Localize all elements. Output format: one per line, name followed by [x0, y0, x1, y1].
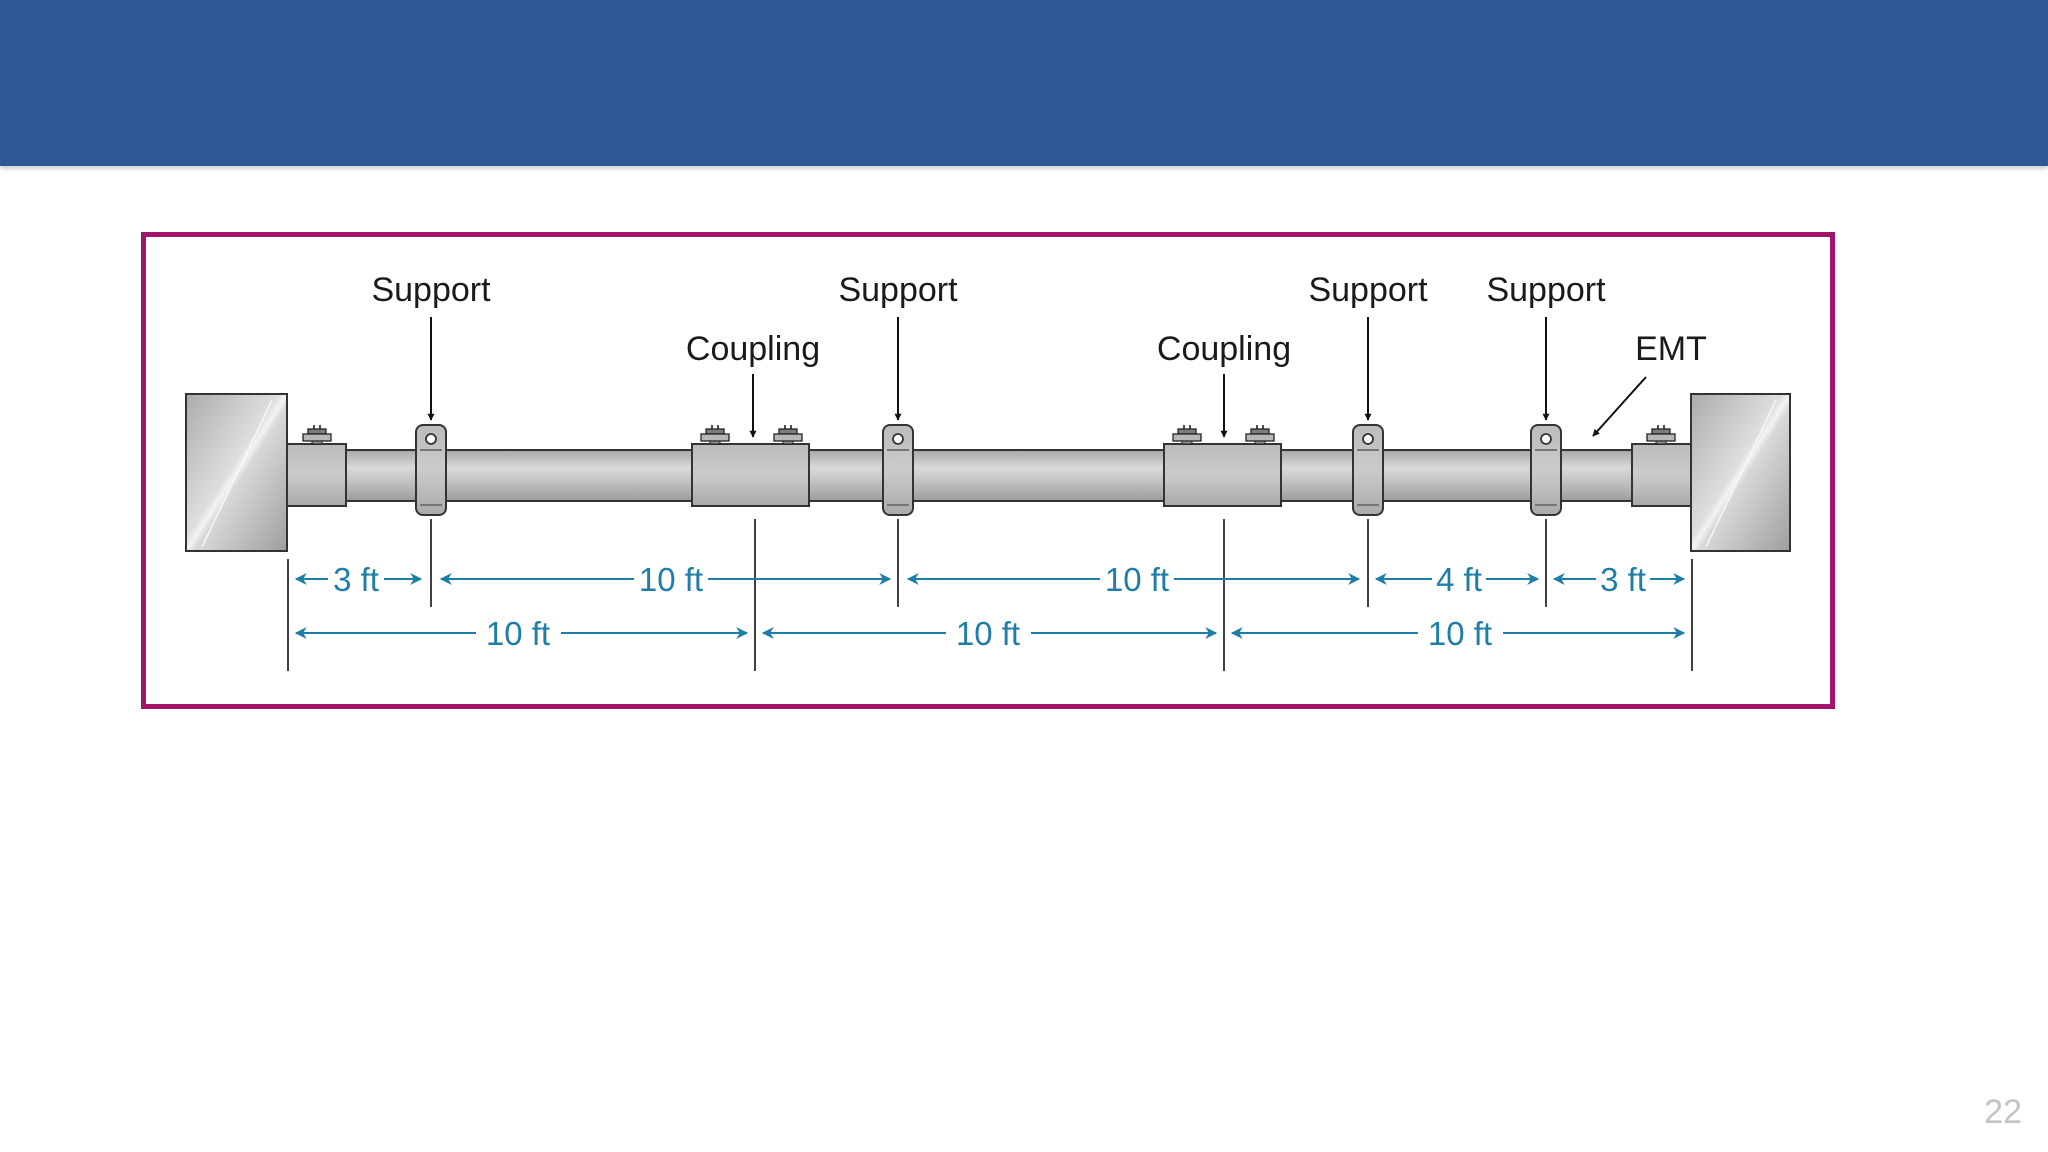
conduit-length-label: 10 ft	[486, 615, 550, 652]
support-spacing-label: 10 ft	[1105, 561, 1169, 598]
support-spacing-label: 3 ft	[333, 561, 379, 598]
support-spacing-label: 4 ft	[1436, 561, 1482, 598]
callout-label: EMT	[1635, 330, 1707, 368]
callout-label: Coupling	[1157, 330, 1291, 368]
callout-label: Support	[1308, 271, 1428, 309]
left-connector	[286, 443, 347, 507]
support-spacing-label: 10 ft	[639, 561, 703, 598]
conduit-length-label: 10 ft	[1428, 615, 1492, 652]
support-strap	[415, 424, 447, 516]
callout-arrow	[1592, 376, 1647, 437]
callout-label: Support	[371, 271, 491, 309]
page-number: 22	[1984, 1093, 2022, 1131]
right-box	[1690, 393, 1791, 552]
conduit-length-label: 10 ft	[956, 615, 1020, 652]
support-strap	[1530, 424, 1562, 516]
emt-conduit	[345, 449, 1659, 502]
callout-label: Support	[1486, 271, 1606, 309]
coupling-right	[1163, 443, 1282, 507]
support-strap	[1352, 424, 1384, 516]
callout-label: Coupling	[686, 330, 820, 368]
left-box	[185, 393, 288, 552]
callout-label: Support	[838, 271, 958, 309]
emt-support-diagram: Support Coupling Support Coupling Suppor…	[185, 271, 1791, 671]
slide-header-band	[0, 0, 2048, 166]
emt-support-figure: Support Coupling Support Coupling Suppor…	[141, 232, 1835, 709]
coupling-left	[691, 443, 810, 507]
support-spacing-label: 3 ft	[1600, 561, 1646, 598]
support-strap	[882, 424, 914, 516]
right-connector	[1631, 443, 1692, 507]
